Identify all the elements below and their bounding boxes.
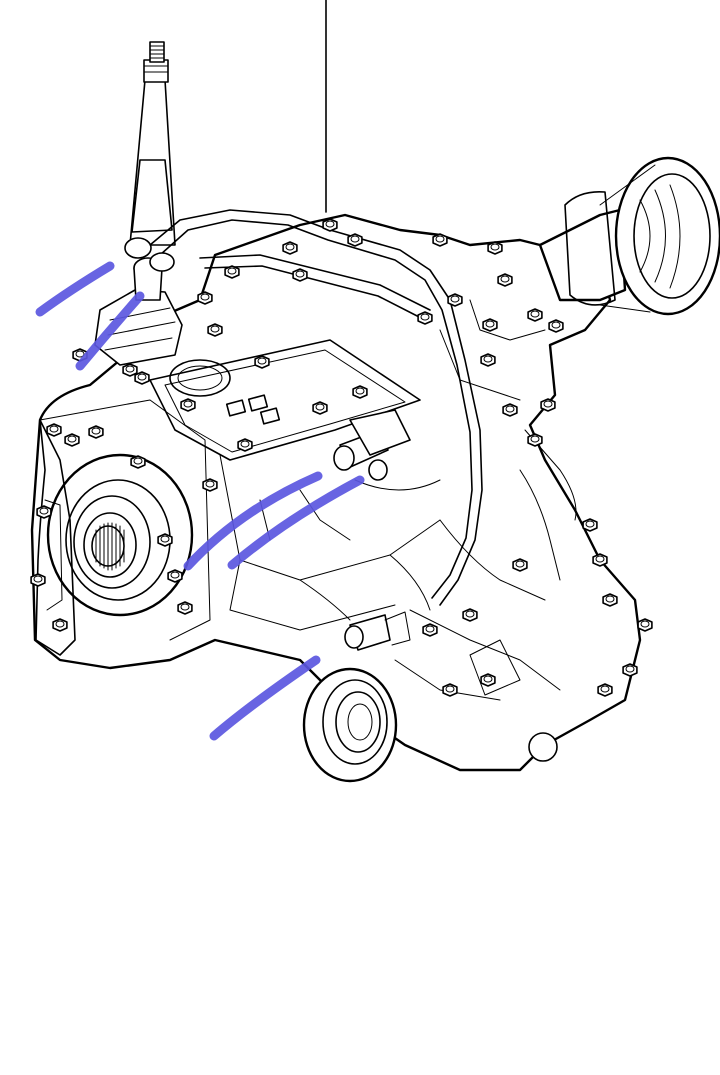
bolt-face	[543, 400, 553, 408]
bolt-face	[49, 425, 59, 433]
bolt-face	[420, 313, 430, 321]
bolt-face	[450, 295, 460, 303]
breather-tube	[124, 209, 483, 606]
bolt-face	[500, 275, 510, 283]
bolt-face	[33, 575, 43, 583]
bolt-face	[205, 480, 215, 488]
bolt-face	[180, 603, 190, 611]
bolt-face	[183, 400, 193, 408]
bolt-face	[355, 387, 365, 395]
bolt-face	[605, 595, 615, 603]
bolt-face	[515, 560, 525, 568]
bolt-face	[505, 405, 515, 413]
bolt-face	[640, 620, 650, 628]
bolt-face	[595, 555, 605, 563]
bolt-face	[350, 235, 360, 243]
bolt-face	[170, 571, 180, 579]
bolts	[30, 218, 653, 697]
bolt-face	[585, 520, 595, 528]
bolt-face	[39, 507, 49, 515]
bolt-face	[91, 427, 101, 435]
bolt-face	[425, 625, 435, 633]
bolt-face	[200, 293, 210, 301]
bolt-face	[551, 321, 561, 329]
bolt-face	[435, 235, 445, 243]
bolt-face	[210, 325, 220, 333]
bolt-face	[600, 685, 610, 693]
bolt-face	[227, 267, 237, 275]
shift-lever	[129, 41, 176, 301]
bolt-face	[445, 685, 455, 693]
bolt-face	[485, 320, 495, 328]
sensor-connectors	[333, 409, 411, 651]
bolt-face	[530, 435, 540, 443]
bolt-face	[625, 665, 635, 673]
bolt-face	[137, 373, 147, 381]
spline-teeth	[95, 522, 125, 571]
annotation-stroke-4	[227, 475, 365, 570]
bolt-face	[240, 440, 250, 448]
bolt-face	[55, 620, 65, 628]
bolt-face	[465, 610, 475, 618]
annotation-stroke-5	[209, 655, 321, 741]
bolt-face	[315, 403, 325, 411]
bolt-face	[67, 435, 77, 443]
bolt-face	[125, 365, 135, 373]
bolt-face	[483, 675, 493, 683]
annotation-stroke-1	[35, 261, 115, 317]
bolt-face	[257, 357, 267, 365]
annotation-stroke-3	[183, 471, 323, 571]
bolt-face	[75, 350, 85, 358]
bolt-face	[295, 270, 305, 278]
bolt-face	[325, 220, 335, 228]
bolt-face	[530, 310, 540, 318]
bolt-face	[133, 457, 143, 465]
bolt-face	[285, 243, 295, 251]
annotation-stroke-2	[75, 291, 145, 371]
bolt-face	[490, 243, 500, 251]
bolt-face	[160, 535, 170, 543]
bolt-face	[483, 355, 493, 363]
